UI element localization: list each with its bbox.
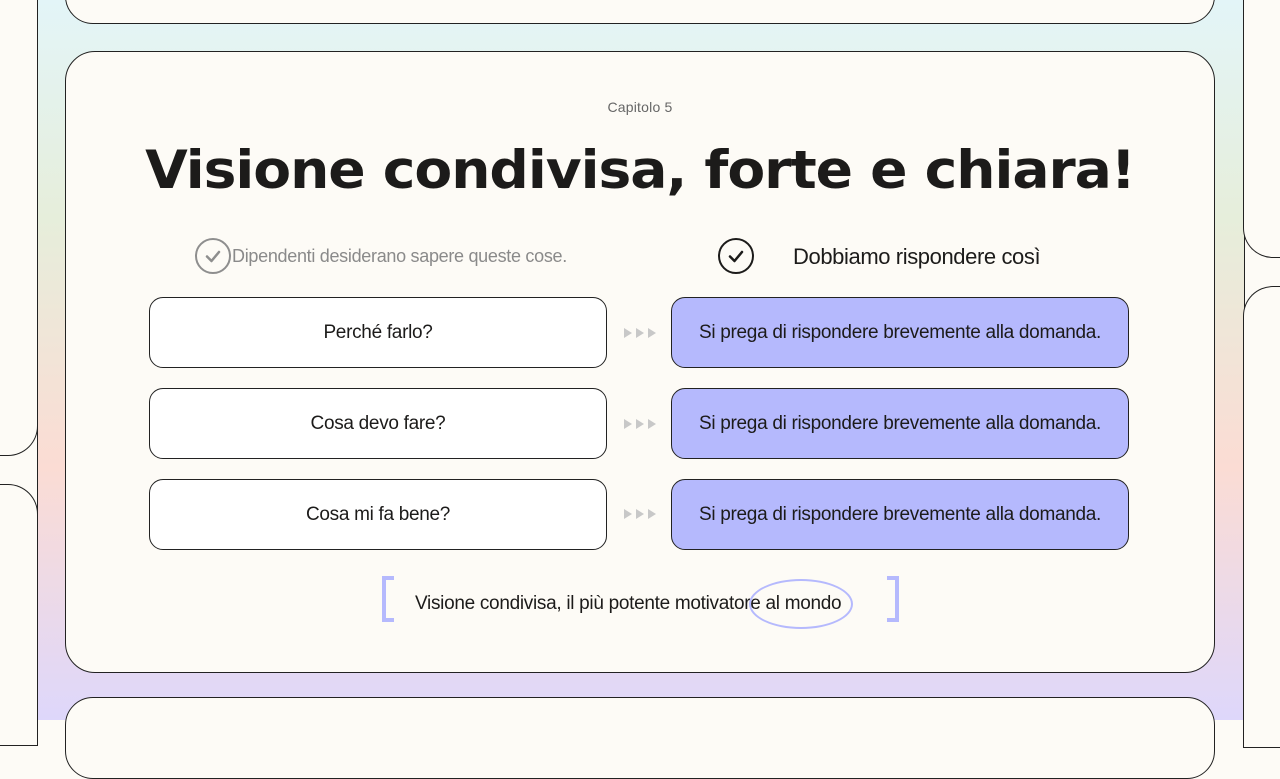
right-column-heading: Dobbiamo rispondere così bbox=[793, 244, 1041, 269]
right-side-tab-bottom bbox=[1243, 286, 1280, 748]
highlight-ellipse bbox=[749, 579, 853, 629]
question-box: Cosa mi fa bene? bbox=[149, 479, 607, 550]
question-text: Perché farlo? bbox=[323, 321, 433, 343]
left-column-heading: Dipendenti desiderano sapere queste cose… bbox=[232, 246, 567, 266]
left-side-tab-bottom bbox=[0, 484, 38, 746]
left-side-tab-top bbox=[0, 0, 38, 456]
answer-box[interactable]: Si prega di rispondere brevemente alla d… bbox=[671, 388, 1129, 459]
chapter-label: Capitolo 5 bbox=[607, 99, 673, 115]
answer-text: Si prega di rispondere brevemente alla d… bbox=[698, 321, 1102, 343]
answer-text: Si prega di rispondere brevemente alla d… bbox=[698, 503, 1102, 525]
right-bracket-decoration bbox=[887, 576, 899, 622]
arrow-right-icon bbox=[624, 509, 656, 519]
question-text: Cosa mi fa bene? bbox=[305, 503, 451, 525]
slide-title: Visione condivisa, forte e chiara! bbox=[145, 140, 1136, 201]
footer-quote: Visione condivisa, il più potente motiva… bbox=[415, 593, 842, 614]
answer-text: Si prega di rispondere brevemente alla d… bbox=[698, 412, 1102, 434]
left-bracket-decoration bbox=[382, 576, 394, 622]
check-circle-icon bbox=[195, 238, 231, 274]
previous-slide-card bbox=[65, 0, 1215, 24]
right-side-tab-top bbox=[1243, 0, 1280, 258]
next-slide-card bbox=[65, 697, 1215, 779]
arrow-right-icon bbox=[624, 328, 656, 338]
answer-box[interactable]: Si prega di rispondere brevemente alla d… bbox=[671, 479, 1129, 550]
question-text: Cosa devo fare? bbox=[310, 412, 446, 434]
check-circle-icon bbox=[718, 238, 754, 274]
question-box: Cosa devo fare? bbox=[149, 388, 607, 459]
question-box: Perché farlo? bbox=[149, 297, 607, 368]
answer-box[interactable]: Si prega di rispondere brevemente alla d… bbox=[671, 297, 1129, 368]
arrow-right-icon bbox=[624, 419, 656, 429]
